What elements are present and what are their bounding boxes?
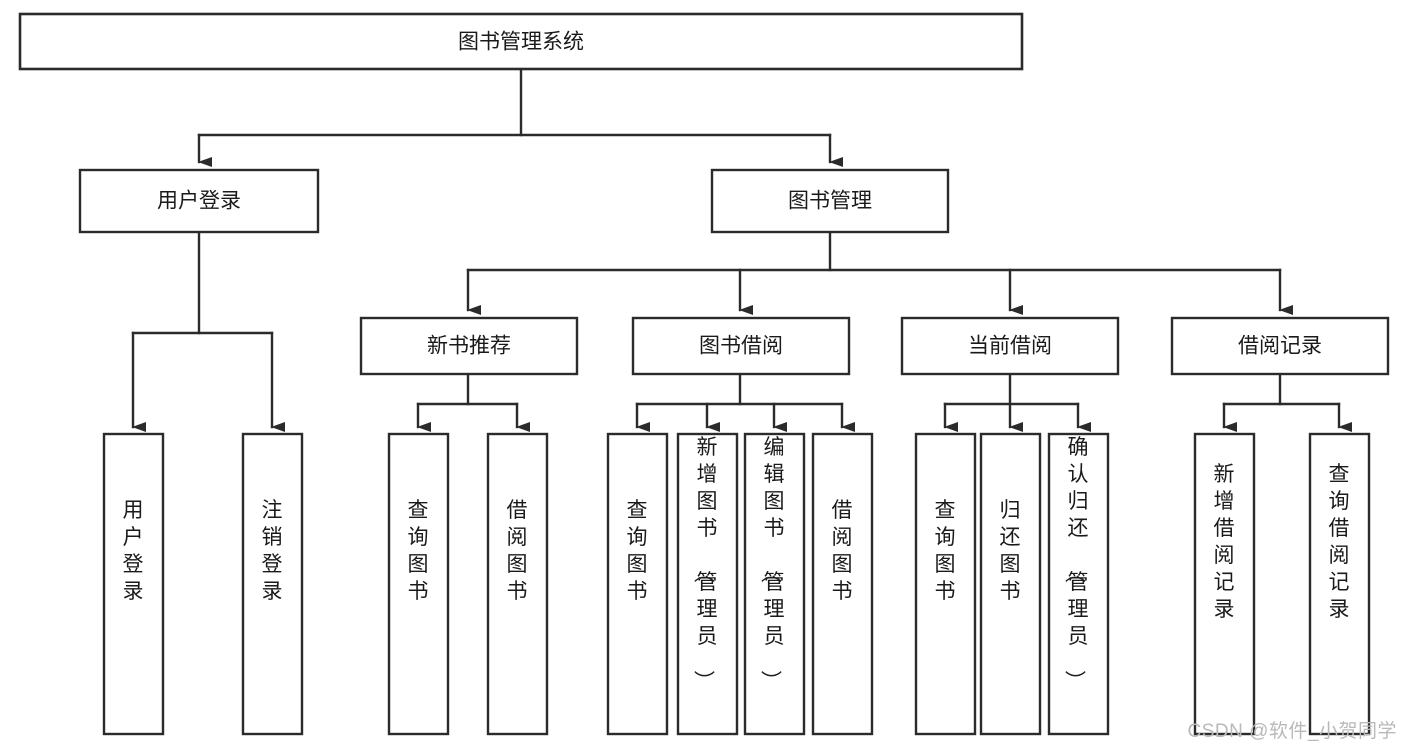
node-leaf-query-book-1-box[interactable]	[387, 432, 450, 736]
node-leaf-borrow-book-2-label: 借阅图书	[832, 499, 853, 603]
node-leaf-query-record-label: 查询借阅记录	[1329, 463, 1350, 621]
node-leaf-add-record-label: 新增借阅记录	[1214, 463, 1235, 621]
node-leaf-return-book[interactable]: 归还图书	[979, 432, 1042, 736]
node-leaf-return-book-box[interactable]	[979, 432, 1042, 736]
node-user-login-box[interactable]	[78, 168, 320, 234]
node-leaf-query-book-3-label: 查询图书	[935, 499, 956, 603]
node-root-label: 图书管理系统	[458, 31, 584, 54]
node-leaf-borrow-book-2-box[interactable]	[811, 432, 874, 736]
node-root[interactable]: 图书管理系统	[18, 12, 1024, 71]
node-leaf-logout-label: 注销登录	[262, 499, 283, 603]
node-leaf-query-book-2-label: 查询图书	[627, 499, 648, 603]
node-borrow-record[interactable]: 借阅记录	[1170, 316, 1390, 376]
node-book-borrow[interactable]: 图书借阅	[631, 316, 851, 376]
node-current-borrow[interactable]: 当前借阅	[900, 316, 1120, 376]
node-current-borrow-box[interactable]	[900, 316, 1120, 376]
node-leaf-query-book-2-box[interactable]	[606, 432, 669, 736]
node-user-login-label: 用户登录	[157, 190, 241, 213]
node-leaf-user-login[interactable]: 用户登录	[102, 432, 165, 736]
node-root-box[interactable]	[18, 12, 1024, 71]
node-leaf-borrow-book-1-label: 借阅图书	[507, 499, 528, 603]
node-leaf-confirm-return-label: 确认归还（管理员）	[1063, 436, 1089, 691]
node-leaf-query-book-3[interactable]: 查询图书	[914, 432, 977, 736]
node-user-login[interactable]: 用户登录	[78, 168, 320, 234]
node-leaf-return-book-label: 归还图书	[1000, 499, 1021, 603]
node-leaf-borrow-book-1-box[interactable]	[486, 432, 549, 736]
node-new-book-recommend-box[interactable]	[359, 316, 579, 376]
node-leaf-borrow-book-2[interactable]: 借阅图书	[811, 432, 874, 736]
node-leaf-query-book-1[interactable]: 查询图书	[387, 432, 450, 736]
node-leaf-query-record-box[interactable]	[1308, 432, 1371, 736]
node-leaf-borrow-book-1[interactable]: 借阅图书	[486, 432, 549, 736]
node-leaf-add-record-box[interactable]	[1193, 432, 1256, 736]
node-book-manage-label: 图书管理	[788, 190, 872, 213]
node-leaf-add-book-label: 新增图书（管理员）	[692, 436, 718, 691]
node-leaf-logout-box[interactable]	[241, 432, 304, 736]
node-leaf-add-book-box[interactable]	[676, 432, 739, 736]
node-leaf-add-book[interactable]: 新增图书（管理员）	[676, 432, 739, 736]
node-leaf-query-book-3-box[interactable]	[914, 432, 977, 736]
node-current-borrow-label: 当前借阅	[968, 335, 1052, 358]
node-new-book-recommend-label: 新书推荐	[427, 335, 511, 358]
node-leaf-edit-book-label: 编辑图书（管理员）	[759, 436, 785, 691]
connector-group	[131, 67, 1352, 432]
node-leaf-add-record[interactable]: 新增借阅记录	[1193, 432, 1256, 736]
node-book-manage[interactable]: 图书管理	[710, 168, 950, 234]
node-leaf-confirm-return-box[interactable]	[1047, 432, 1110, 736]
node-leaf-query-book-1-label: 查询图书	[408, 499, 429, 603]
node-new-book-recommend[interactable]: 新书推荐	[359, 316, 579, 376]
node-leaf-user-login-label: 用户登录	[123, 499, 144, 603]
node-book-borrow-box[interactable]	[631, 316, 851, 376]
node-leaf-confirm-return[interactable]: 确认归还（管理员）	[1047, 432, 1110, 736]
node-borrow-record-label: 借阅记录	[1238, 335, 1322, 358]
node-leaf-user-login-box[interactable]	[102, 432, 165, 736]
node-book-manage-box[interactable]	[710, 168, 950, 234]
node-leaf-edit-book[interactable]: 编辑图书（管理员）	[743, 432, 806, 736]
node-book-borrow-label: 图书借阅	[699, 335, 783, 358]
node-leaf-query-book-2[interactable]: 查询图书	[606, 432, 669, 736]
node-borrow-record-box[interactable]	[1170, 316, 1390, 376]
node-leaf-query-record[interactable]: 查询借阅记录	[1308, 432, 1371, 736]
node-leaf-edit-book-box[interactable]	[743, 432, 806, 736]
node-leaf-logout[interactable]: 注销登录	[241, 432, 304, 736]
